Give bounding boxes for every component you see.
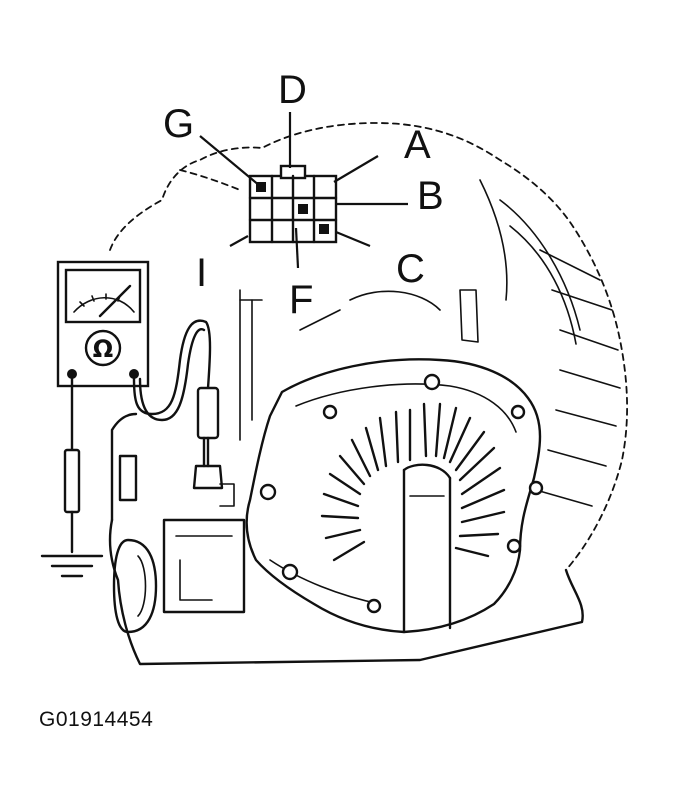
ohm-symbol: Ω xyxy=(93,335,113,363)
ground-symbol-icon xyxy=(40,554,104,578)
ohmmeter-terminal-right xyxy=(129,369,139,379)
connector-icon xyxy=(248,164,338,244)
leader-g xyxy=(199,135,261,187)
front-cover xyxy=(245,358,544,634)
test-leads xyxy=(63,319,235,554)
leader-c xyxy=(335,230,371,248)
ohmmeter-terminal-left xyxy=(67,369,77,379)
callout-labels: D G A B C F I xyxy=(163,68,444,322)
callout-f: F xyxy=(289,278,313,322)
ohmmeter-icon: Ω xyxy=(56,260,150,388)
callout-c: C xyxy=(396,247,425,291)
leader-f xyxy=(294,227,300,269)
callout-d: D xyxy=(278,68,307,112)
transaxle-housing xyxy=(108,122,628,666)
callout-i: I xyxy=(196,251,207,295)
callout-g: G xyxy=(163,102,194,146)
callout-a: A xyxy=(404,123,431,167)
figure-id: G01914454 xyxy=(39,708,154,731)
leader-i xyxy=(229,235,249,247)
leader-a xyxy=(333,155,379,183)
lower-case xyxy=(112,454,246,634)
callout-b: B xyxy=(417,174,444,218)
callout-leader-lines xyxy=(199,112,408,269)
